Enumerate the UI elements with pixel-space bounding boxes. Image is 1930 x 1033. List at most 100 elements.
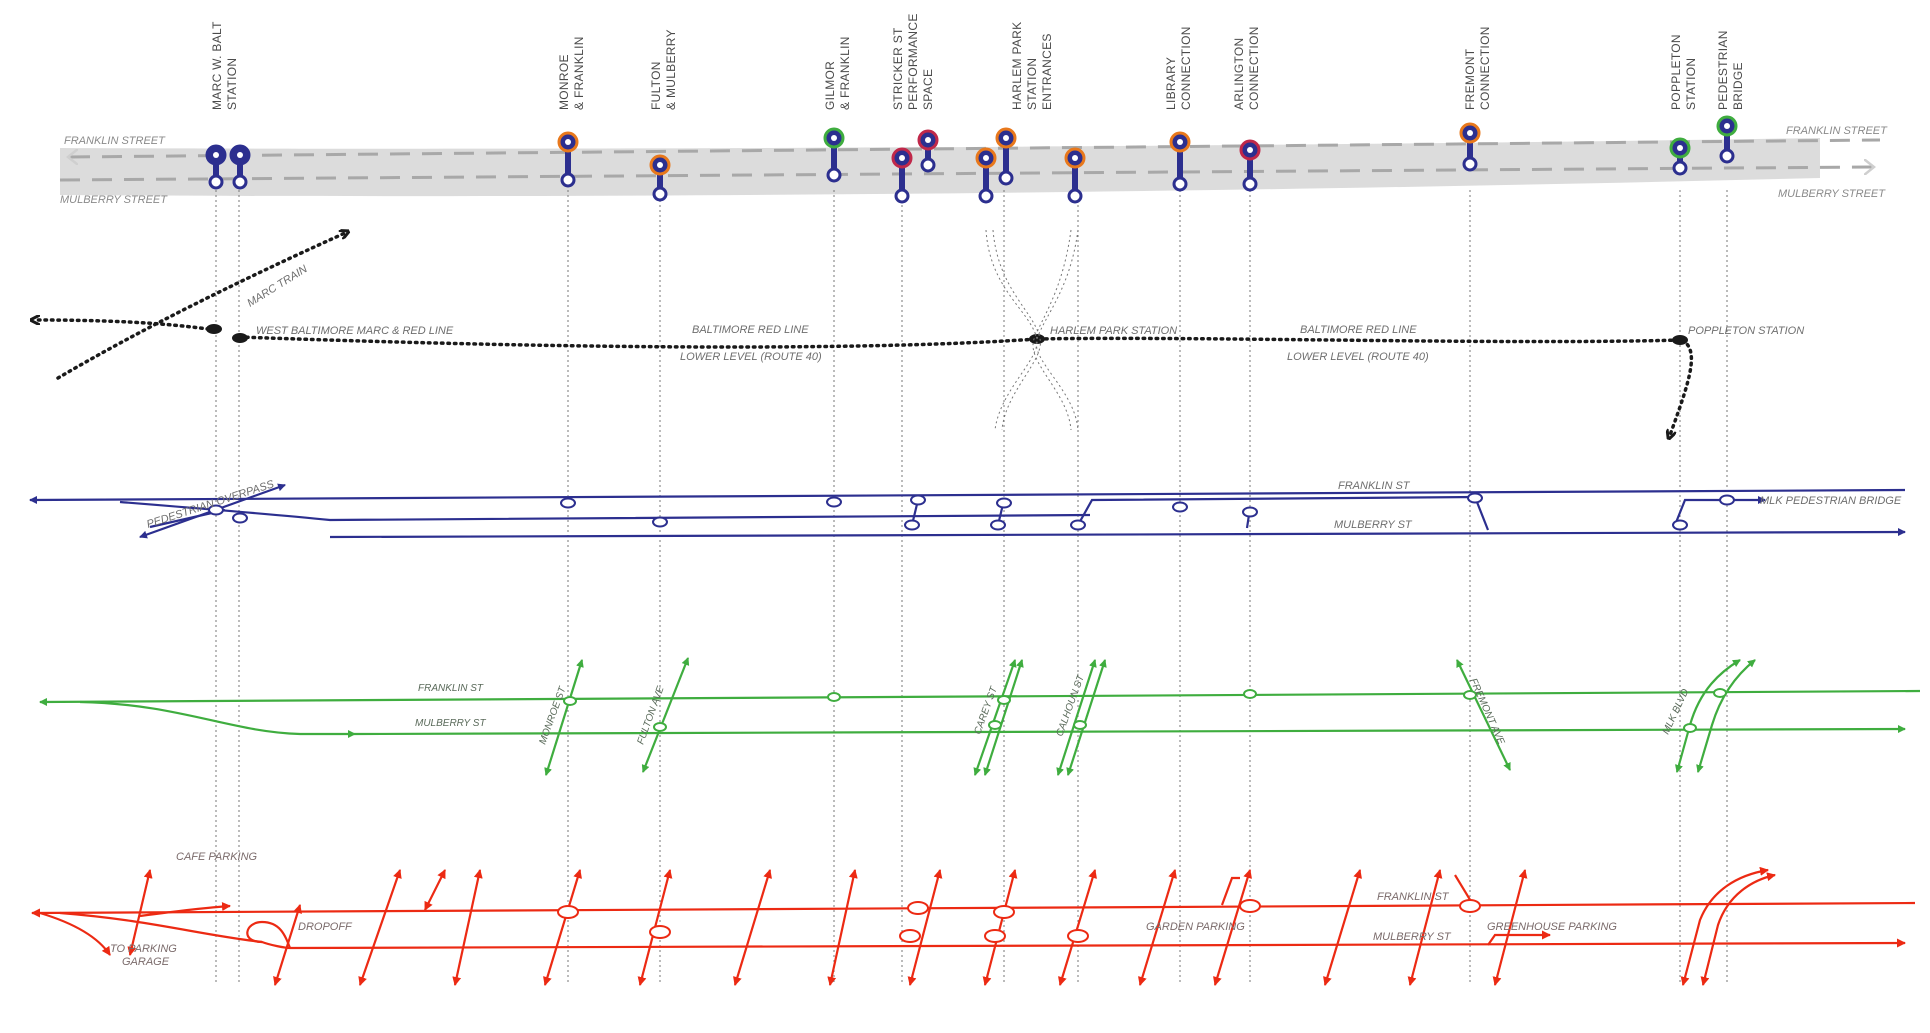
bike-node-0: [563, 696, 577, 706]
ped-node-3: [652, 516, 668, 528]
bike-monroe-st: [544, 659, 584, 776]
veh-node-4: [993, 905, 1015, 919]
pin-gilmor-foot: [826, 167, 842, 183]
station-label-poppleton: POPPLETON STATION: [1669, 31, 1698, 110]
pin-harlem-a-foot: [978, 188, 994, 204]
pedestrian-labels: PEDESTRIAN OVERPASS FRANKLIN ST MULBERRY…: [145, 478, 1902, 531]
bike-carey-st-b: [983, 659, 1024, 776]
veh-node-8: [1459, 899, 1481, 913]
street-band: FRANKLIN STREET MULBERRY STREET FRANKLIN…: [59, 125, 1888, 206]
ped-node-10: [1172, 501, 1188, 513]
pin-arlington-foot: [1242, 176, 1258, 192]
bike-mulberry-line: [79, 700, 356, 738]
veh-franklin-label: FRANKLIN ST: [1377, 891, 1450, 903]
bike-node-2: [827, 692, 841, 702]
veh-fremont-cross: [1454, 874, 1473, 904]
station-label-gilmor: GILMOR & FRANKLIN: [823, 36, 852, 110]
pin-marc-a-head-dot: [213, 152, 219, 158]
ped-node-0: [208, 504, 224, 516]
harlem-crossing-right-2: [1032, 229, 1072, 431]
franklin-street-dash: [70, 138, 1881, 157]
bike-node-4: [988, 720, 1002, 730]
ped-node-7: [996, 497, 1012, 509]
mulberry-street-left-label: MULBERRY STREET: [60, 194, 168, 206]
bike-node-5: [1073, 720, 1087, 730]
veh-node-0: [557, 905, 579, 919]
pedestrian-layer: [29, 483, 1906, 539]
harlem-park-node: [1029, 334, 1045, 344]
station-label-harlem: HARLEM PARK STATION ENTRANCES: [1010, 18, 1054, 110]
bike-node-6: [1243, 689, 1257, 699]
pin-pedbridge-foot: [1719, 148, 1735, 164]
pin-marc-b-foot: [232, 174, 248, 190]
pin-fremont-head-dot: [1467, 130, 1473, 136]
veh-garden-parking: [1220, 876, 1240, 906]
bike-node-1: [653, 722, 667, 732]
pin-fulton-head-dot: [657, 162, 663, 168]
veh-mulberry-label: MULBERRY ST: [1373, 931, 1452, 943]
bike-calhoun-st-b: [1066, 659, 1107, 776]
veh-node-5: [984, 929, 1006, 943]
veh-mulberry-line: [289, 938, 1906, 950]
bike-layer: [39, 657, 1921, 776]
ped-node-8: [990, 519, 1006, 531]
bike-mulberry-label: MULBERRY ST: [415, 718, 486, 729]
ped-node-1: [232, 512, 248, 524]
pin-marc-b-head-dot: [237, 152, 243, 158]
bike-node-7: [1463, 690, 1477, 700]
pin-gilmor: [823, 127, 845, 183]
pin-stricker-b-head-dot: [925, 137, 931, 143]
bike-node-9: [1683, 723, 1697, 733]
pin-pedbridge: [1716, 115, 1738, 164]
harlem-crossing-right: [1035, 229, 1079, 431]
bike-fulton-label: FULTON AVE: [635, 685, 666, 746]
pin-fremont-foot: [1462, 156, 1478, 172]
vehicle-nodes: [557, 899, 1481, 943]
transit-layer: MARC TRAIN WEST BALTIMORE MARC & RED LIN…: [35, 230, 1804, 435]
bike-fremont-ave: [1456, 659, 1511, 771]
veh-cross-street-0: [127, 869, 153, 956]
marc-train-label: MARC TRAIN: [245, 263, 309, 309]
veh-mlk-curve-a: [1680, 866, 1769, 986]
street-band-shape: [60, 138, 1820, 197]
pin-marc-b: [229, 144, 251, 190]
ped-node-12: [1467, 492, 1483, 504]
pin-monroe: [557, 131, 579, 188]
poppleton-node: [1672, 335, 1688, 345]
pin-fulton: [649, 154, 671, 202]
pin-marc-a: [205, 144, 227, 190]
pin-library: [1169, 131, 1191, 192]
pin-pedbridge-head-dot: [1724, 123, 1730, 129]
red-line-2-label-a: BALTIMORE RED LINE: [1300, 324, 1417, 336]
ped-node-11: [1242, 506, 1258, 518]
veh-greenhouse-parking-label: GREENHOUSE PARKING: [1487, 921, 1617, 933]
pin-marc-a-foot: [208, 174, 224, 190]
pin-library-foot: [1172, 176, 1188, 192]
pin-harlem-a-head-dot: [983, 155, 989, 161]
veh-cross-street-11: [1058, 869, 1097, 986]
veh-franklin-line: [31, 901, 1916, 918]
ped-node-4: [826, 496, 842, 508]
station-label-fremont: FREMONT CONNECTION: [1463, 26, 1492, 110]
veh-cross-street-14: [1323, 869, 1362, 986]
ped-mlk-bridge-label: MLK PEDESTRIAN BRIDGE: [1760, 495, 1902, 507]
station-label-arlington: ARLINGTON CONNECTION: [1232, 26, 1261, 110]
station-label-stricker: STRICKER ST PERFORMANCE SPACE: [891, 10, 935, 110]
ped-mulberry-line: [329, 528, 1906, 539]
veh-to-parking-label-2: GARAGE: [122, 956, 170, 968]
franklin-street-left-label: FRANKLIN STREET: [64, 135, 166, 147]
bike-node-3: [997, 695, 1011, 705]
station-label-pedbridge: PEDESTRIAN BRIDGE: [1716, 27, 1745, 110]
bike-mulberry-main: [354, 725, 1906, 736]
veh-cross-street-1: [273, 904, 302, 986]
pin-harlem-c-foot: [1067, 188, 1083, 204]
ped-node-5: [910, 494, 926, 506]
veh-cross-street-5: [543, 869, 582, 986]
marc-line-west: [35, 320, 217, 332]
harlem-park-label: HARLEM PARK STATION: [1050, 325, 1177, 337]
veh-to-parking: [39, 911, 111, 956]
pin-fulton-foot: [652, 186, 668, 202]
mulberry-street-dash: [59, 167, 1872, 182]
veh-cross-street-7: [733, 869, 772, 986]
pin-arlington: [1239, 139, 1261, 192]
